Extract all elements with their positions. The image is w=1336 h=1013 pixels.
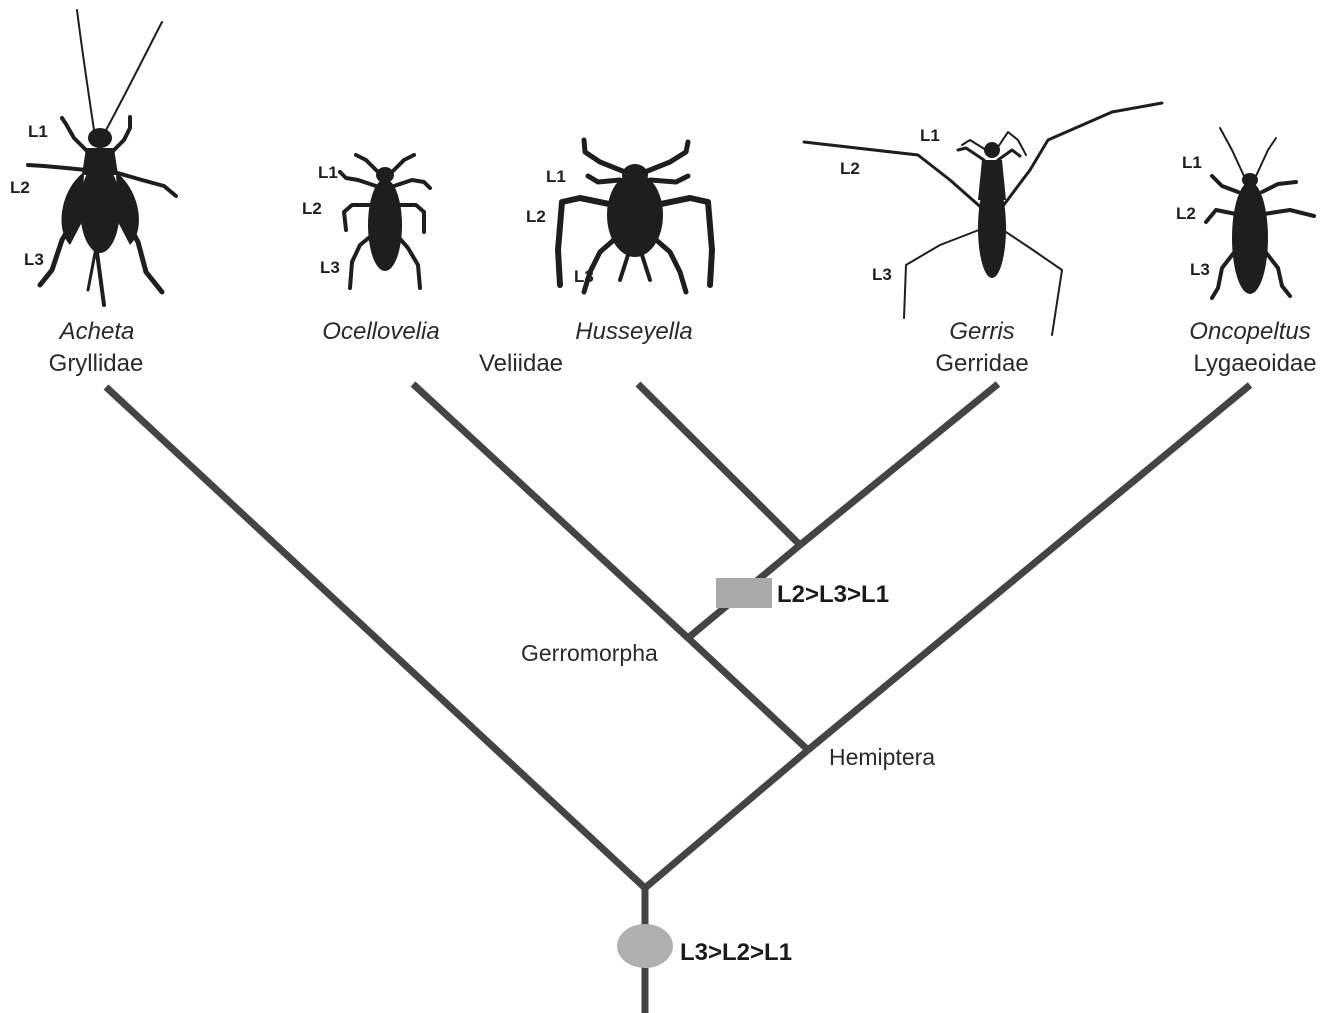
genus-label-oncopeltus: Oncopeltus	[1189, 318, 1310, 346]
derived-trait-label: L2>L3>L1	[777, 581, 889, 609]
branch-hemiptera	[645, 750, 808, 888]
husseyella-leg-label-3: L3	[574, 267, 594, 286]
family-label-gerridae: Gerridae	[935, 350, 1028, 378]
acheta-leg-label-2: L2	[10, 178, 30, 197]
husseyella-silhouette: L1 L2 L3	[526, 140, 712, 292]
branch-gerris	[800, 384, 998, 545]
derived-trait-marker	[716, 578, 772, 608]
gerris-leg-label-3: L3	[872, 265, 892, 284]
ancestral-trait-label: L3>L2>L1	[680, 939, 792, 967]
branch-oncopeltus	[808, 385, 1250, 750]
tree-branches	[106, 384, 1250, 1013]
ancestral-trait-marker	[617, 924, 673, 968]
branch-ocellovelia	[413, 384, 688, 638]
clade-label-hemiptera: Hemiptera	[829, 744, 935, 771]
gerris-leg-label-1: L1	[920, 126, 940, 145]
branch-acheta	[106, 387, 645, 888]
acheta-silhouette: L1 L2 L3	[10, 10, 176, 305]
ocellovelia-leg-label-1: L1	[318, 163, 338, 182]
oncopeltus-leg-label-3: L3	[1190, 260, 1210, 279]
family-label-veliidae: Veliidae	[479, 350, 563, 378]
gerris-leg-label-2: L2	[840, 159, 860, 178]
branch-husseyella	[638, 384, 800, 545]
oncopeltus-leg-label-1: L1	[1182, 153, 1202, 172]
family-label-gryllidae: Gryllidae	[49, 350, 144, 378]
clade-label-gerromorpha: Gerromorpha	[521, 640, 658, 667]
family-label-lygaeoidae: Lygaeoidae	[1193, 350, 1316, 378]
oncopeltus-silhouette: L1 L2 L3	[1176, 128, 1314, 298]
husseyella-leg-label-1: L1	[546, 167, 566, 186]
husseyella-leg-label-2: L2	[526, 207, 546, 226]
branch-gerromorpha	[688, 638, 808, 750]
ocellovelia-leg-label-2: L2	[302, 199, 322, 218]
ocellovelia-leg-label-3: L3	[320, 258, 340, 277]
genus-label-husseyella: Husseyella	[575, 318, 692, 346]
genus-label-acheta: Acheta	[60, 318, 135, 346]
genus-label-gerris: Gerris	[949, 318, 1014, 346]
ocellovelia-silhouette: L1 L2 L3	[302, 155, 430, 288]
acheta-leg-label-3: L3	[24, 250, 44, 269]
genus-label-ocellovelia: Ocellovelia	[322, 318, 439, 346]
acheta-leg-label-1: L1	[28, 122, 48, 141]
gerris-silhouette: L1 L2 L3	[804, 103, 1162, 335]
oncopeltus-leg-label-2: L2	[1176, 204, 1196, 223]
